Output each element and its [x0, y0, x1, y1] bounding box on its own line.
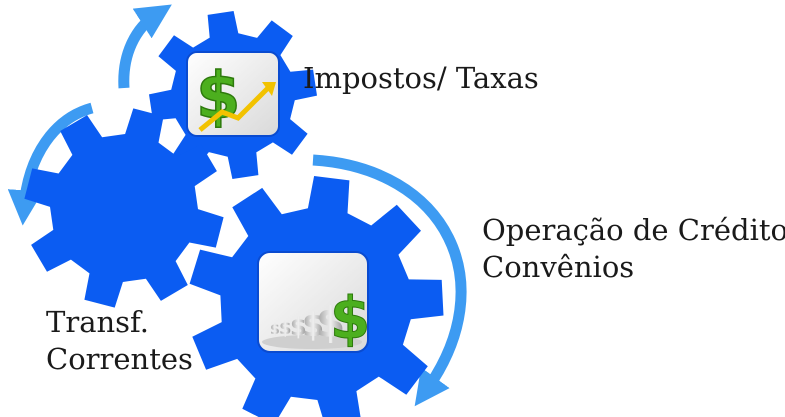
dollar-stack-icon: $ $ $ $ $ $	[257, 251, 371, 353]
label-operacao-credito: Operação de Crédito/	[482, 213, 785, 247]
dollar-growth-icon: $	[186, 51, 280, 137]
arrow-top-left	[118, 4, 172, 89]
label-impostos-taxas: Impostos/ Taxas	[303, 61, 539, 95]
arrow-left	[7, 102, 94, 226]
label-convenios: Convênios	[482, 250, 635, 284]
svg-text:$: $	[330, 284, 370, 352]
arrow-right	[312, 154, 467, 407]
label-correntes: Correntes	[46, 342, 193, 376]
svg-text:$: $	[270, 322, 280, 338]
svg-text:$: $	[316, 298, 345, 347]
svg-text:$: $	[279, 318, 292, 339]
gear-left	[24, 108, 224, 308]
svg-text:$: $	[196, 60, 241, 134]
svg-text:$: $	[302, 306, 324, 344]
label-transf: Transf.	[46, 305, 149, 339]
svg-text:$: $	[290, 313, 307, 341]
